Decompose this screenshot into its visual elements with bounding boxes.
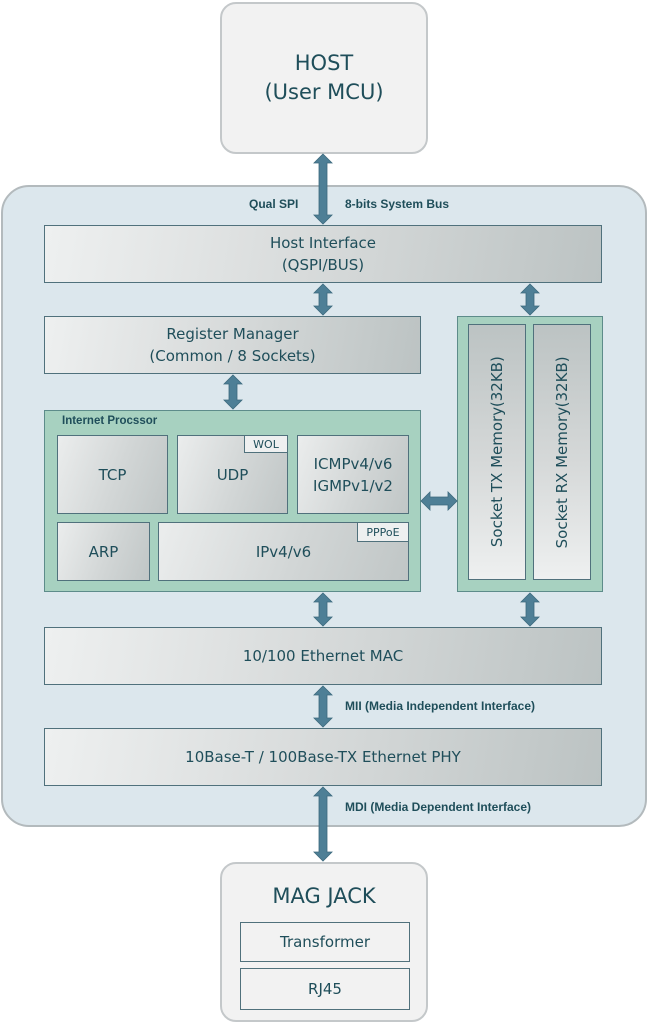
host-subtitle: (User MCU) [264, 80, 384, 104]
arp-label: ARP [88, 542, 119, 561]
interface-to-socket-memory-arrow [520, 283, 540, 316]
tcp-block: TCP [57, 435, 168, 514]
transformer-block: Transformer [240, 922, 410, 962]
phy-to-magjack-arrow [313, 786, 333, 862]
ethernet-phy-block: 10Base-T / 100Base-TX Ethernet PHY [44, 728, 602, 786]
system-bus-label: 8-bits System Bus [345, 197, 450, 211]
socket-tx-memory-block: Socket TX Memory (32KB) [468, 324, 526, 580]
register-manager-block: Register Manager (Common / 8 Sockets) [44, 316, 421, 374]
register-to-internet-processor-arrow [223, 374, 243, 410]
interface-to-register-arrow [313, 283, 333, 316]
tcp-label: TCP [98, 465, 127, 484]
mii-label: MII (Media Independent Interface) [345, 699, 536, 713]
transformer-label: Transformer [279, 933, 370, 951]
rj45-block: RJ45 [240, 968, 410, 1010]
igmp-label: IGMPv1/v2 [313, 476, 393, 495]
icmp-igmp-block: ICMPv4/v6 IGMPv1/v2 [297, 435, 409, 514]
ethernet-phy-label: 10Base-T / 100Base-TX Ethernet PHY [185, 748, 461, 766]
internet-processor-to-socket-memory-arrow [420, 491, 458, 511]
ip-label: IPv4/v6 [255, 542, 312, 561]
arp-block: ARP [57, 522, 150, 581]
rj45-label: RJ45 [308, 980, 342, 998]
wol-label: WOL [253, 437, 279, 451]
mac-to-phy-arrow [313, 685, 333, 728]
pppoe-tag: PPPoE [357, 522, 409, 542]
host-to-interface-arrow [313, 153, 333, 225]
register-manager-subtitle: (Common / 8 Sockets) [149, 347, 316, 365]
host-interface-subtitle: (QSPI/BUS) [281, 256, 365, 274]
qual-spi-label: Qual SPI [249, 197, 299, 211]
socket-memory-to-mac-arrow [520, 592, 540, 627]
ethernet-mac-label: 10/100 Ethernet MAC [242, 647, 404, 665]
mag-jack-title: MAG JACK [272, 884, 376, 908]
mdi-label: MDI (Media Dependent Interface) [345, 800, 532, 814]
icmp-label: ICMPv4/v6 [313, 454, 393, 473]
register-manager-title: Register Manager [166, 325, 299, 343]
mag-jack-box: MAG JACK Transformer RJ45 [220, 862, 428, 1022]
internet-processor-to-mac-arrow [313, 592, 333, 627]
udp-label: UDP [216, 465, 249, 484]
host-box: HOST (User MCU) [220, 2, 428, 154]
socket-rx-memory-block: Socket RX Memory (32KB) [533, 324, 591, 580]
host-interface-title: Host Interface [269, 234, 377, 252]
host-title: HOST [294, 51, 354, 75]
wol-tag: WOL [244, 435, 288, 453]
pppoe-label: PPPoE [366, 525, 400, 539]
host-interface-block: Host Interface (QSPI/BUS) [44, 225, 602, 283]
ethernet-mac-block: 10/100 Ethernet MAC [44, 627, 602, 685]
internet-processor-title: Internet Procssor [62, 415, 158, 427]
